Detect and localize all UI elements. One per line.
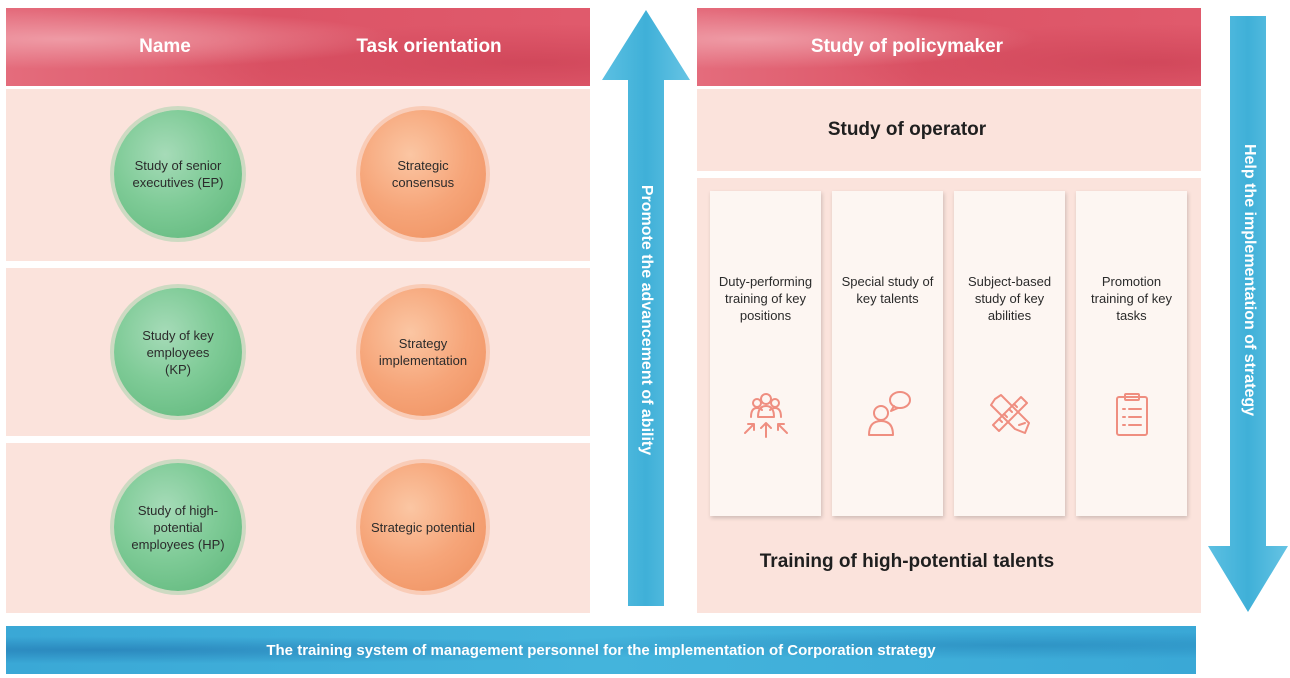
task-blob: Strategic potential — [360, 463, 486, 591]
row-task: Strategic potential — [370, 519, 476, 535]
up-arrow-shape — [602, 10, 690, 606]
name-column-label: Name — [139, 36, 191, 57]
name-blob: Study of key employees (KP) — [114, 288, 242, 416]
person-speech-icon — [867, 391, 911, 436]
name-blob: Study of senior executives (EP) — [114, 110, 242, 238]
left-header-bar: Name Task orientation — [6, 8, 590, 86]
footer-bar: The training system of management person… — [6, 626, 1196, 674]
down-arrow-shape — [1208, 16, 1288, 612]
name-blob: Study of high-potential employees (HP) — [114, 463, 242, 591]
card-label: Promotion training of key tasks — [1091, 274, 1172, 323]
card-label: Special study of key talents — [841, 274, 934, 306]
row-panel-ep: Study of senior executives (EP) Strategi… — [6, 89, 590, 261]
clipboard-icon — [1115, 393, 1148, 436]
card-label: Subject-based study of key abilities — [967, 274, 1052, 323]
team-arrows-icon — [743, 393, 788, 438]
pencil-ruler-icon — [989, 394, 1030, 434]
row-panel-hp: Study of high-potential employees (HP) S… — [6, 443, 590, 613]
task-blob: Strategic consensus — [360, 110, 486, 238]
row-task: Strategy implementation — [378, 336, 468, 368]
row-name: Study of high-potential employees (HP) — [131, 502, 225, 552]
talents-panel: Duty-performing training of key position… — [697, 178, 1201, 613]
card-key-tasks: Promotion training of key tasks — [1076, 191, 1187, 516]
task-blob: Strategy implementation — [360, 288, 486, 416]
card-key-positions: Duty-performing training of key position… — [710, 191, 821, 516]
policymaker-label: Study of policymaker — [810, 36, 1004, 57]
card-key-abilities: Subject-based study of key abilities — [954, 191, 1065, 516]
up-arrow-label: Promote the advancement of ability — [638, 184, 655, 456]
task-column-label: Task orientation — [356, 36, 502, 57]
row-name: Study of key employees (KP) — [142, 327, 214, 377]
card-key-talents: Special study of key talents — [832, 191, 943, 516]
row-panel-kp: Study of key employees (KP) Strategy imp… — [6, 268, 590, 436]
policymaker-header-bar: Study of policymaker — [697, 8, 1201, 86]
card-label: Duty-performing training of key position… — [718, 274, 813, 323]
down-arrow-label: Help the implementation of strategy — [1241, 143, 1258, 417]
talents-title: Training of high-potential talents — [759, 551, 1055, 572]
row-task: Strategic consensus — [391, 158, 455, 190]
footer-label: The training system of management person… — [266, 641, 936, 659]
row-name: Study of senior executives (EP) — [132, 158, 224, 190]
operator-panel: Study of operator — [697, 89, 1201, 171]
operator-label: Study of operator — [827, 119, 987, 140]
